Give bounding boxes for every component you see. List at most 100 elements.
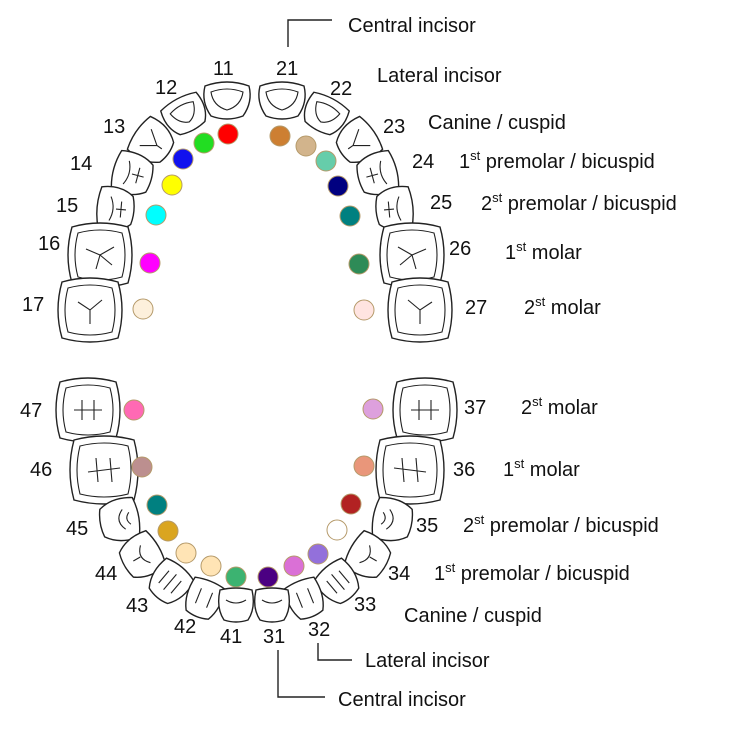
tooth-46 <box>69 435 139 505</box>
color-dot-24 <box>327 175 349 197</box>
color-dot-35 <box>340 493 362 515</box>
tooth-number-37: 37 <box>464 397 486 419</box>
tooth-number-14: 14 <box>70 153 92 175</box>
label-lower-1st-premolar: 1st premolar / bicuspid <box>434 560 630 585</box>
tooth-16 <box>67 222 133 288</box>
tooth-11 <box>203 81 251 120</box>
label-lower-lateral-incisor: Lateral incisor <box>365 650 490 672</box>
tooth-number-26: 26 <box>449 238 471 260</box>
tooth-number-41: 41 <box>220 626 242 648</box>
tooth-27 <box>387 277 453 343</box>
tooth-number-15: 15 <box>56 195 78 217</box>
label-lower-1st-molar: 1st molar <box>503 456 580 481</box>
lower-arch <box>55 377 458 623</box>
leader-upper-central <box>287 19 332 47</box>
tooth-42 <box>185 576 226 620</box>
tooth-41 <box>217 587 255 623</box>
tooth-number-35: 35 <box>416 515 438 537</box>
color-dot-12 <box>193 132 215 154</box>
tooth-number-16: 16 <box>38 233 60 255</box>
label-upper-2nd-premolar: 2st premolar / bicuspid <box>481 190 677 215</box>
tooth-number-33: 33 <box>354 594 376 616</box>
tooth-44 <box>118 529 167 579</box>
color-dot-22 <box>295 135 317 157</box>
tooth-21 <box>258 81 306 120</box>
tooth-37 <box>392 377 458 443</box>
tooth-number-43: 43 <box>126 595 148 617</box>
color-dot-41 <box>225 566 247 588</box>
tooth-14 <box>110 149 154 196</box>
tooth-number-47: 47 <box>20 400 42 422</box>
color-dot-26 <box>348 253 370 275</box>
label-upper-1st-premolar: 1st premolar / bicuspid <box>459 148 655 173</box>
color-dot-32 <box>283 555 305 577</box>
color-dot-31 <box>257 566 279 588</box>
label-upper-central-incisor: Central incisor <box>348 15 476 37</box>
color-dot-27 <box>353 299 375 321</box>
tooth-number-23: 23 <box>383 116 405 138</box>
color-dot-25 <box>339 205 361 227</box>
tooth-numbers: 11 12 13 14 15 16 17 21 22 23 24 25 26 2… <box>20 58 487 648</box>
tooth-number-21: 21 <box>276 58 298 80</box>
color-dot-17 <box>132 298 154 320</box>
color-dot-45 <box>146 494 168 516</box>
tooth-12 <box>159 91 207 136</box>
color-dot-34 <box>326 519 348 541</box>
tooth-23 <box>335 115 384 164</box>
tooth-number-27: 27 <box>465 297 487 319</box>
tooth-32 <box>283 576 324 620</box>
tooth-33 <box>313 557 360 605</box>
tooth-number-17: 17 <box>22 294 44 316</box>
tooth-22 <box>303 91 351 136</box>
leader-lines <box>277 19 352 698</box>
tooth-number-44: 44 <box>95 563 117 585</box>
color-dot-46 <box>131 456 153 478</box>
label-lower-central-incisor: Central incisor <box>338 689 466 711</box>
color-dot-13 <box>172 148 194 170</box>
tooth-number-11: 11 <box>213 58 234 80</box>
tooth-number-42: 42 <box>174 616 196 638</box>
leader-lower-central <box>277 650 325 698</box>
tooth-45 <box>98 496 141 542</box>
label-upper-2nd-molar: 2st molar <box>524 294 601 319</box>
tooth-number-45: 45 <box>66 518 88 540</box>
tooth-number-32: 32 <box>308 619 330 641</box>
label-upper-1st-molar: 1st molar <box>505 239 582 264</box>
color-dot-21 <box>269 125 291 147</box>
color-dot-36 <box>353 455 375 477</box>
tooth-17 <box>57 277 123 343</box>
tooth-35 <box>371 496 414 542</box>
color-dot-14 <box>161 174 183 196</box>
tooth-43 <box>148 557 195 605</box>
color-dot-16 <box>139 252 161 274</box>
tooth-13 <box>126 115 175 164</box>
tooth-31 <box>253 587 291 623</box>
tooth-25 <box>375 185 414 232</box>
tooth-24 <box>356 149 400 196</box>
label-lower-2nd-premolar: 2st premolar / bicuspid <box>463 512 659 537</box>
color-dot-47 <box>123 399 145 421</box>
tooth-number-36: 36 <box>453 459 475 481</box>
tooth-number-24: 24 <box>412 151 434 173</box>
color-dot-37 <box>362 398 384 420</box>
label-lower-canine: Canine / cuspid <box>404 605 542 627</box>
tooth-47 <box>55 377 121 443</box>
tooth-26 <box>379 222 445 288</box>
label-lower-2nd-molar: 2st molar <box>521 394 598 419</box>
tooth-number-34: 34 <box>388 563 410 585</box>
tooth-34 <box>343 529 392 579</box>
color-dot-42 <box>200 555 222 577</box>
color-dot-11 <box>217 123 239 145</box>
color-dots <box>123 123 384 588</box>
leader-lower-lateral <box>317 643 352 661</box>
tooth-number-46: 46 <box>30 459 52 481</box>
color-dot-44 <box>157 520 179 542</box>
tooth-number-25: 25 <box>430 192 452 214</box>
color-dot-23 <box>315 150 337 172</box>
tooth-number-22: 22 <box>330 78 352 100</box>
color-dot-43 <box>175 542 197 564</box>
tooth-type-labels: Central incisor Lateral incisor Canine /… <box>338 15 677 711</box>
tooth-number-13: 13 <box>103 116 125 138</box>
upper-arch <box>57 81 453 343</box>
